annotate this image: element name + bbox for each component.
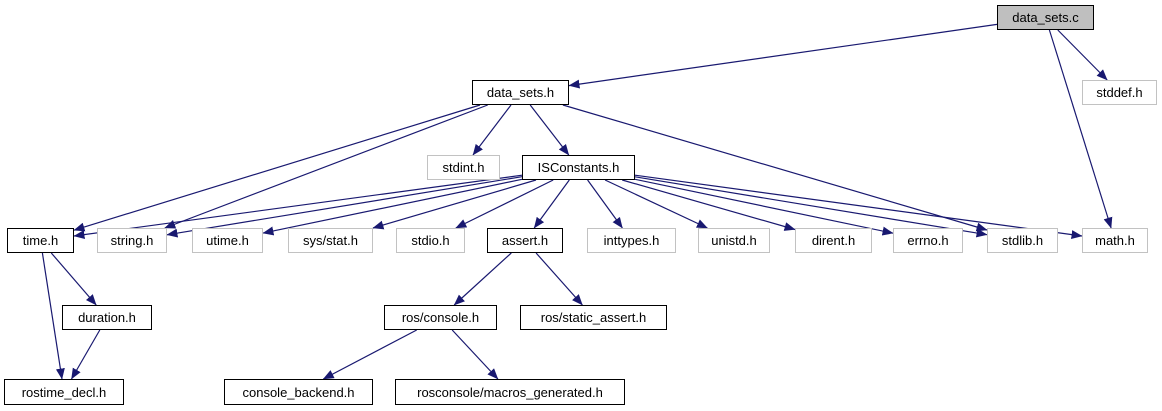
graph-node-dirent_h: dirent.h: [795, 228, 872, 253]
graph-node-data_sets_c: data_sets.c: [997, 5, 1094, 30]
edge-data_sets_h-to-time_h: [73, 104, 481, 232]
edge-isconstants_h-to-stdio_h: [455, 179, 554, 229]
edge-time_h-to-duration_h: [50, 252, 97, 306]
edge-isconstants_h-to-stdlib_h: [634, 176, 988, 238]
graph-node-isconstants_h[interactable]: ISConstants.h: [522, 155, 635, 180]
graph-node-rostime_decl_h[interactable]: rostime_decl.h: [4, 379, 124, 405]
graph-node-rosconsole_macros_h[interactable]: rosconsole/macros_generated.h: [395, 379, 625, 405]
edge-data_sets_c-to-stddef_h: [1057, 29, 1108, 81]
edge-data_sets_h-to-isconstants_h: [529, 104, 570, 156]
edge-duration_h-to-rostime_decl_h: [70, 329, 101, 380]
graph-node-sys_stat_h: sys/stat.h: [288, 228, 373, 253]
graph-node-unistd_h: unistd.h: [698, 228, 770, 253]
edge-assert_h-to-ros_static_assert_h: [535, 252, 583, 306]
edge-isconstants_h-to-inttypes_h: [587, 179, 623, 229]
graph-node-time_h[interactable]: time.h: [7, 228, 74, 253]
edge-isconstants_h-to-unistd_h: [604, 179, 708, 229]
graph-node-string_h: string.h: [97, 228, 167, 253]
edge-time_h-to-rostime_decl_h: [41, 252, 65, 380]
graph-node-stdio_h: stdio.h: [396, 228, 465, 253]
edge-data_sets_h-to-string_h: [164, 104, 488, 229]
edge-isconstants_h-to-errno_h: [634, 178, 894, 236]
graph-node-ros_console_h[interactable]: ros/console.h: [384, 305, 497, 330]
edge-isconstants_h-to-sys_stat_h: [372, 179, 537, 230]
edge-data_sets_h-to-stdint_h: [472, 104, 512, 156]
graph-node-stdlib_h: stdlib.h: [987, 228, 1058, 253]
edge-isconstants_h-to-string_h: [166, 176, 523, 238]
graph-node-math_h: math.h: [1082, 228, 1148, 253]
edge-isconstants_h-to-math_h: [634, 174, 1083, 240]
graph-node-data_sets_h[interactable]: data_sets.h: [472, 80, 569, 105]
edge-isconstants_h-to-utime_h: [262, 178, 523, 236]
edge-ros_console_h-to-rosconsole_macros_h: [451, 329, 499, 380]
graph-node-console_backend_h[interactable]: console_backend.h: [224, 379, 373, 405]
graph-node-stdint_h: stdint.h: [427, 155, 500, 180]
graph-node-ros_static_assert_h[interactable]: ros/static_assert.h: [520, 305, 667, 330]
edge-data_sets_c-to-math_h: [1048, 29, 1113, 229]
graph-node-utime_h: utime.h: [192, 228, 263, 253]
edge-assert_h-to-ros_console_h: [453, 252, 512, 306]
graph-node-errno_h: errno.h: [893, 228, 963, 253]
edge-data_sets_h-to-stdlib_h: [562, 104, 988, 232]
graph-node-stddef_h: stddef.h: [1082, 80, 1157, 105]
edge-isconstants_h-to-dirent_h: [622, 179, 796, 231]
edge-ros_console_h-to-console_backend_h: [322, 329, 417, 380]
edge-isconstants_h-to-assert_h: [533, 179, 570, 229]
graph-node-assert_h[interactable]: assert.h: [487, 228, 563, 253]
edge-data_sets_c-to-data_sets_h: [568, 23, 998, 89]
graph-node-duration_h[interactable]: duration.h: [62, 305, 152, 330]
edge-isconstants_h-to-time_h: [73, 174, 523, 240]
graph-node-inttypes_h: inttypes.h: [587, 228, 676, 253]
